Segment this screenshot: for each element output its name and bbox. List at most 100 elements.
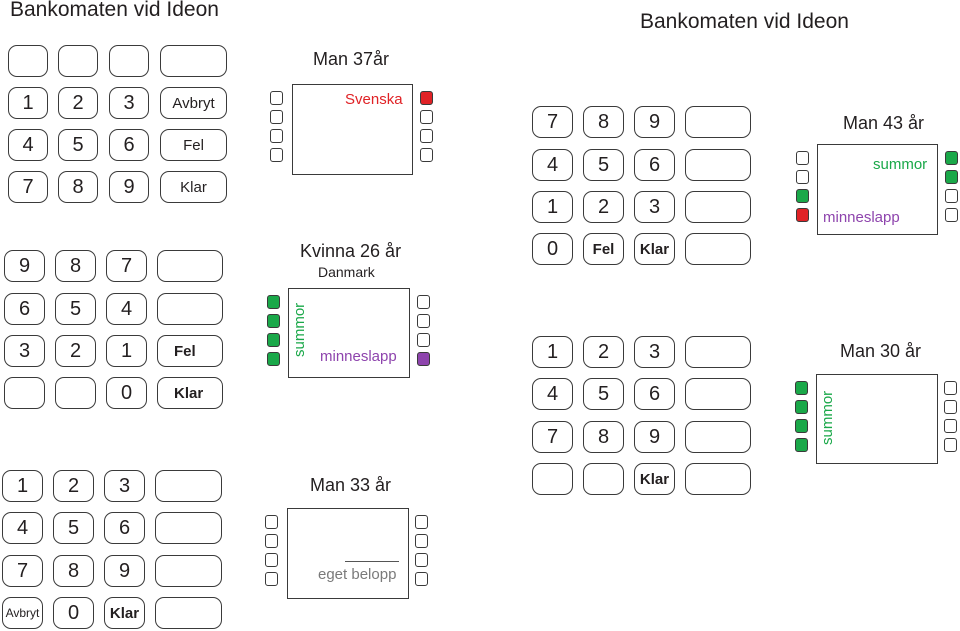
digit-key[interactable]: 3 (109, 87, 149, 119)
klar-button[interactable]: Klar (634, 463, 675, 495)
digit-key[interactable]: 5 (55, 293, 96, 325)
side-button[interactable] (270, 129, 283, 143)
blank-key[interactable] (685, 106, 751, 138)
klar-button[interactable]: Klar (634, 233, 675, 265)
side-button[interactable] (267, 295, 280, 309)
side-button[interactable] (417, 314, 430, 328)
side-button[interactable] (420, 91, 433, 105)
fel-button[interactable]: Fel (160, 129, 227, 161)
side-button[interactable] (796, 189, 809, 203)
digit-key[interactable]: 7 (2, 555, 43, 587)
side-button[interactable] (415, 572, 428, 586)
digit-key[interactable]: 4 (2, 512, 43, 544)
side-button[interactable] (265, 534, 278, 548)
digit-key[interactable]: 3 (4, 335, 45, 367)
blank-key[interactable] (157, 293, 223, 325)
blank-key[interactable] (685, 191, 751, 223)
side-button[interactable] (267, 314, 280, 328)
blank-key[interactable] (155, 512, 222, 544)
side-button[interactable] (270, 148, 283, 162)
digit-key[interactable]: 0 (53, 597, 94, 629)
blank-key[interactable] (685, 421, 751, 453)
side-button[interactable] (267, 333, 280, 347)
side-button[interactable] (270, 91, 283, 105)
digit-key[interactable]: 5 (53, 512, 94, 544)
digit-key[interactable]: 7 (532, 106, 573, 138)
digit-key[interactable]: 9 (109, 171, 149, 203)
digit-key[interactable]: 0 (106, 377, 147, 409)
blank-key[interactable] (685, 378, 751, 410)
digit-key[interactable]: 9 (634, 106, 675, 138)
avbryt-button[interactable]: Avbryt (160, 87, 227, 119)
digit-key[interactable]: 8 (55, 250, 96, 282)
side-button[interactable] (795, 400, 808, 414)
side-button[interactable] (796, 151, 809, 165)
digit-key[interactable]: 4 (532, 149, 573, 181)
digit-key[interactable]: 1 (2, 470, 43, 502)
digit-key[interactable]: 2 (58, 87, 98, 119)
klar-button[interactable]: Klar (104, 597, 145, 629)
digit-key[interactable]: 8 (53, 555, 94, 587)
digit-key[interactable]: 7 (106, 250, 147, 282)
side-button[interactable] (945, 151, 958, 165)
digit-key[interactable]: 6 (104, 512, 145, 544)
side-button[interactable] (944, 438, 957, 452)
side-button[interactable] (415, 534, 428, 548)
side-button[interactable] (796, 208, 809, 222)
side-button[interactable] (945, 189, 958, 203)
digit-key[interactable]: 2 (55, 335, 96, 367)
blank-key[interactable] (157, 250, 223, 282)
blank-key[interactable] (55, 377, 96, 409)
digit-key[interactable]: 7 (532, 421, 573, 453)
side-button[interactable] (420, 129, 433, 143)
blank-key[interactable] (685, 463, 751, 495)
side-button[interactable] (795, 381, 808, 395)
blank-key[interactable] (58, 45, 98, 77)
side-button[interactable] (265, 515, 278, 529)
klar-button[interactable]: Klar (160, 171, 227, 203)
blank-key[interactable] (685, 336, 751, 368)
digit-key[interactable]: 9 (4, 250, 45, 282)
blank-key[interactable] (155, 470, 222, 502)
blank-key[interactable] (685, 149, 751, 181)
side-button[interactable] (270, 110, 283, 124)
blank-key[interactable] (160, 45, 227, 77)
digit-key[interactable]: 6 (109, 129, 149, 161)
fel-button[interactable]: Fel (157, 335, 223, 367)
side-button[interactable] (945, 170, 958, 184)
digit-key[interactable]: 8 (58, 171, 98, 203)
side-button[interactable] (417, 352, 430, 366)
digit-key[interactable]: 1 (532, 191, 573, 223)
side-button[interactable] (420, 110, 433, 124)
klar-button[interactable]: Klar (157, 377, 223, 409)
digit-key[interactable]: 5 (58, 129, 98, 161)
digit-key[interactable]: 4 (8, 129, 48, 161)
blank-key[interactable] (583, 463, 624, 495)
blank-key[interactable] (532, 463, 573, 495)
digit-key[interactable]: 6 (4, 293, 45, 325)
digit-key[interactable]: 5 (583, 149, 624, 181)
blank-key[interactable] (155, 597, 222, 629)
digit-key[interactable]: 2 (583, 336, 624, 368)
digit-key[interactable]: 6 (634, 378, 675, 410)
digit-key[interactable]: 9 (634, 421, 675, 453)
digit-key[interactable]: 8 (583, 106, 624, 138)
side-button[interactable] (420, 148, 433, 162)
digit-key[interactable]: 1 (106, 335, 147, 367)
fel-button[interactable]: Fel (583, 233, 624, 265)
side-button[interactable] (945, 208, 958, 222)
side-button[interactable] (944, 419, 957, 433)
digit-key[interactable]: 3 (634, 336, 675, 368)
blank-key[interactable] (685, 233, 751, 265)
side-button[interactable] (796, 170, 809, 184)
blank-key[interactable] (4, 377, 45, 409)
side-button[interactable] (267, 352, 280, 366)
digit-key[interactable]: 2 (583, 191, 624, 223)
digit-key[interactable]: 0 (532, 233, 573, 265)
side-button[interactable] (944, 381, 957, 395)
digit-key[interactable]: 6 (634, 149, 675, 181)
side-button[interactable] (415, 553, 428, 567)
side-button[interactable] (795, 438, 808, 452)
side-button[interactable] (944, 400, 957, 414)
avbryt-button[interactable]: Avbryt (2, 597, 43, 629)
